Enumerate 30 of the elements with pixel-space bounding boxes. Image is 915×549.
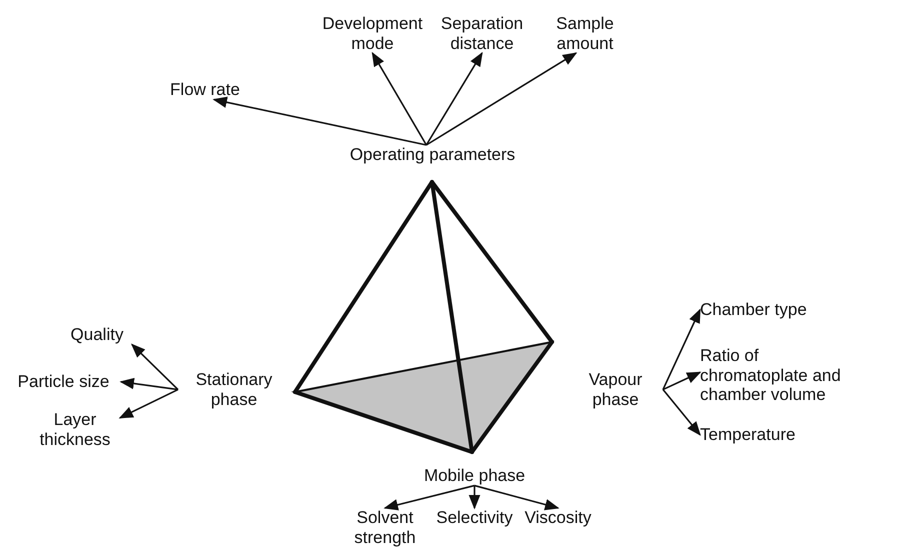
parameter-label: Layer thickness: [30, 410, 120, 450]
parameter-label: Selectivity: [432, 508, 517, 528]
parameter-label: Stationary phase: [178, 370, 290, 410]
parameter-label: Sample amount: [540, 14, 630, 54]
parameter-label: Viscosity: [518, 508, 598, 528]
parameter-label: Ratio of chromatoplate and chamber volume: [700, 346, 850, 405]
arrow: [212, 96, 427, 146]
parameter-label: Quality: [62, 325, 132, 345]
arrow: [474, 484, 560, 510]
parameter-label: Separation distance: [428, 14, 536, 54]
arrow: [130, 344, 179, 390]
arrow: [120, 378, 178, 390]
arrow: [384, 484, 475, 510]
arrow: [662, 372, 702, 390]
parameter-label: Mobile phase: [412, 466, 537, 486]
parameter-label: Chamber type: [700, 300, 830, 320]
arrow: [662, 308, 701, 390]
arrow: [468, 486, 480, 510]
arrow: [118, 388, 178, 419]
parameter-label: Particle size: [6, 372, 121, 392]
parameter-label: Solvent strength: [340, 508, 430, 548]
parameter-label: Temperature: [700, 425, 810, 445]
arrow: [662, 389, 701, 436]
parameter-label: Operating parameters: [330, 145, 535, 165]
arrow: [426, 52, 578, 146]
parameter-label: Development mode: [315, 14, 430, 54]
parameter-label: Vapour phase: [568, 370, 663, 410]
arrow: [372, 52, 428, 146]
parameter-label: Flow rate: [160, 80, 250, 100]
arrow: [426, 52, 483, 146]
